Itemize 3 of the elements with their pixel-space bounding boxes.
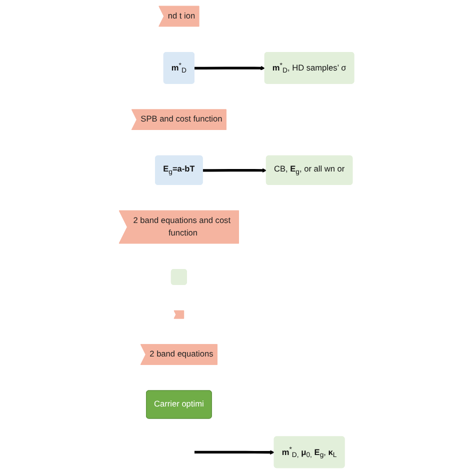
arrow bbox=[194, 66, 266, 70]
arrow bbox=[203, 168, 268, 173]
arrow bbox=[194, 450, 275, 455]
